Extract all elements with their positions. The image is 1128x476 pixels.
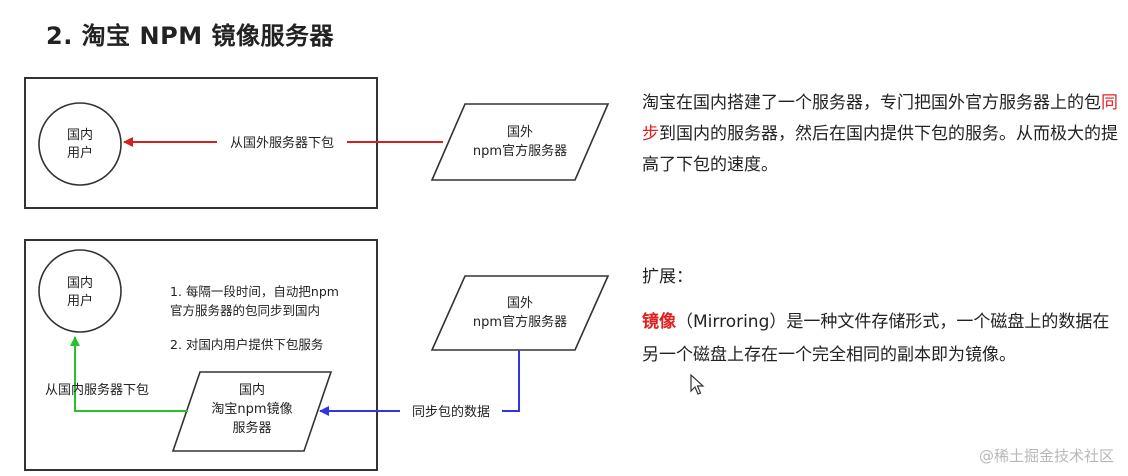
diagram1-arrow-label: 从国外服务器下包 xyxy=(230,135,334,151)
diagram2-sync-label-bg xyxy=(400,401,502,421)
diagram2-step2: 2. 对国内用户提供下包服务 xyxy=(170,337,323,352)
diagram1-server-label-2: npm官方服务器 xyxy=(473,143,567,159)
diagram2-sync-arrow xyxy=(319,350,520,416)
diagram2-download-label: 从国内服务器下包 xyxy=(45,382,149,398)
description-part1: 淘宝在国内搭建了一个服务器，专门把国外官方服务器上的包 xyxy=(642,93,1101,113)
description-paragraph: 淘宝在国内搭建了一个服务器，专门把国外官方服务器上的包同步到国内的服务器，然后在… xyxy=(642,88,1122,181)
diagram2-sync-label: 同步包的数据 xyxy=(412,404,490,420)
description-highlight: 同步 xyxy=(642,93,1118,144)
npm-mirror-diagram: 国内 用户 国外 npm官方服务器 从国外服务器下包 国内 用户 1. 每隔一段… xyxy=(24,77,610,471)
diagram2-mirror-label-1: 国内 xyxy=(239,382,265,398)
diagram2-server-label-2: npm官方服务器 xyxy=(473,314,567,330)
diagram2-user-label-1: 国内 xyxy=(67,275,93,291)
diagram2-mirror-label-3: 服务器 xyxy=(232,420,271,436)
diagram2-server-label-1: 国外 xyxy=(507,296,533,311)
watermark: @稀土掘金技术社区 xyxy=(978,447,1114,465)
diagram2-download-arrow xyxy=(70,336,188,412)
mouse-pointer-icon xyxy=(690,374,705,395)
diagram1-arrow-label-bg xyxy=(217,132,347,152)
page-title: 2. 淘宝 NPM 镜像服务器 xyxy=(46,22,334,50)
diagram1-foreign-server xyxy=(430,103,610,181)
diagram1-user-circle xyxy=(38,102,122,186)
extension-term: 镜像 xyxy=(642,312,676,332)
diagram2-foreign-server xyxy=(430,275,610,351)
diagram2-user-circle xyxy=(38,249,122,333)
diagram1-server-label-1: 国外 xyxy=(507,125,533,140)
diagram2-step1-line2: 官方服务器的包同步到国内 xyxy=(170,303,320,318)
extension-definition: （Mirroring）是一种文件存储形式，一个磁盘上的数据在另一个磁盘上存在一个… xyxy=(642,312,1110,365)
diagram2-mirror-label-2: 淘宝npm镜像 xyxy=(211,402,292,417)
description-part2: 到国内的服务器，然后在国内提供下包的服务。从而极大的提高了下包的速度。 xyxy=(642,124,1118,175)
extension-paragraph: 镜像（Mirroring）是一种文件存储形式，一个磁盘上的数据在另一个磁盘上存在… xyxy=(642,306,1122,372)
diagram1-user-label-2: 用户 xyxy=(67,145,93,161)
extension-label: 扩展： xyxy=(642,267,693,287)
diagram2-user-label-2: 用户 xyxy=(67,293,93,309)
diagram1-user-label-1: 国内 xyxy=(67,127,93,143)
diagram2-step1-line1: 1. 每隔一段时间，自动把npm xyxy=(170,284,339,299)
diagram2-mirror-server xyxy=(171,371,333,452)
